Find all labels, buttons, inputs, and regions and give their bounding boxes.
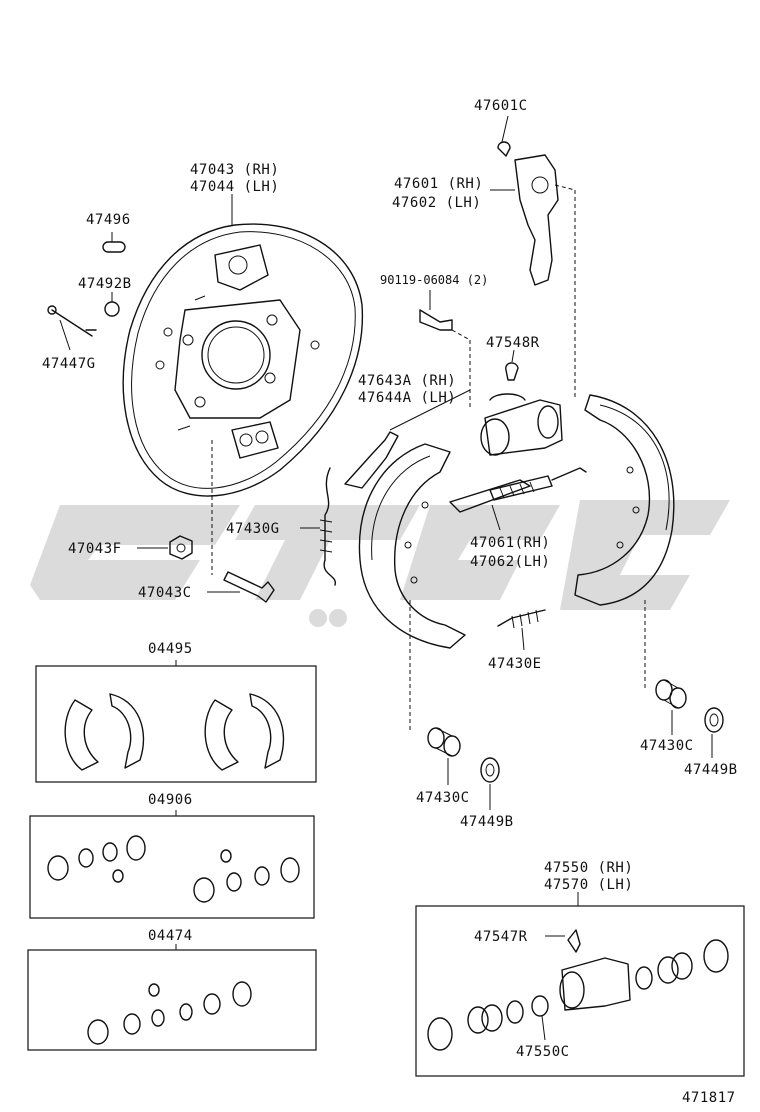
label-47043f: 47043F bbox=[68, 541, 122, 557]
plug-47496[interactable] bbox=[102, 241, 126, 253]
label-47601c: 47601C bbox=[474, 98, 528, 114]
cup-47449b-right[interactable] bbox=[704, 707, 724, 733]
label-47550: 47550 (RH) bbox=[544, 860, 633, 876]
diagram-id: 471817 bbox=[682, 1090, 736, 1106]
label-47061: 47061(RH) bbox=[470, 535, 550, 551]
kit-04495-shoes bbox=[64, 693, 285, 771]
label-47601: 47601 (RH) bbox=[394, 176, 483, 192]
cylinder-assembly-box[interactable] bbox=[415, 905, 745, 1077]
label-47449b-left: 47449B bbox=[460, 814, 514, 830]
label-47548r: 47548R bbox=[486, 335, 540, 351]
label-47043c: 47043C bbox=[138, 585, 192, 601]
label-47043: 47043 (RH) bbox=[190, 162, 279, 178]
cup-47449b-left[interactable] bbox=[480, 757, 500, 783]
bolt-47043c[interactable] bbox=[211, 440, 275, 603]
label-47547r: 47547R bbox=[474, 929, 528, 945]
nut-47043f[interactable] bbox=[169, 535, 193, 560]
label-47550c: 47550C bbox=[516, 1044, 570, 1060]
spring-47430g[interactable] bbox=[319, 467, 336, 586]
label-47430c-right: 47430C bbox=[640, 738, 694, 754]
label-47496: 47496 bbox=[86, 212, 131, 228]
kit-box-04474[interactable] bbox=[27, 949, 317, 1051]
label-47062: 47062(LH) bbox=[470, 554, 550, 570]
cylinder-assembly-parts bbox=[427, 929, 729, 1051]
wheel-cylinder[interactable] bbox=[480, 393, 563, 456]
label-04474: 04474 bbox=[148, 928, 193, 944]
label-47447g: 47447G bbox=[42, 356, 96, 372]
label-47044: 47044 (LH) bbox=[190, 179, 279, 195]
kit-04906-parts bbox=[47, 835, 300, 903]
label-47430g: 47430G bbox=[226, 521, 280, 537]
label-04495: 04495 bbox=[148, 641, 193, 657]
label-47644a: 47644A (LH) bbox=[358, 390, 456, 406]
spring-47430c-left[interactable] bbox=[427, 727, 461, 757]
leader-lines bbox=[59, 115, 713, 1041]
strut-47643a[interactable] bbox=[344, 431, 399, 489]
label-47602: 47602 (LH) bbox=[392, 195, 481, 211]
label-90119: 90119-06084 (2) bbox=[380, 273, 488, 287]
label-47430c-left: 47430C bbox=[416, 790, 470, 806]
kit-box-04906[interactable] bbox=[29, 815, 315, 919]
cap-47548r[interactable] bbox=[505, 362, 519, 381]
kit-box-04495[interactable] bbox=[35, 665, 317, 783]
pin-47447g[interactable] bbox=[47, 305, 97, 337]
spring-47430e[interactable] bbox=[497, 609, 546, 629]
label-04906: 04906 bbox=[148, 792, 193, 808]
label-47449b-right: 47449B bbox=[684, 762, 738, 778]
plug-47492b[interactable] bbox=[104, 301, 120, 317]
bolt-90119[interactable] bbox=[419, 309, 471, 410]
brake-shoe-right[interactable] bbox=[574, 394, 675, 690]
kit-04474-parts bbox=[87, 981, 252, 1045]
label-47492b: 47492B bbox=[78, 276, 132, 292]
adjuster-47061[interactable] bbox=[449, 467, 587, 513]
parking-brake-lever[interactable] bbox=[497, 141, 576, 400]
brake-shoe-left[interactable] bbox=[358, 443, 466, 730]
label-47643a: 47643A (RH) bbox=[358, 373, 456, 389]
label-47570: 47570 (LH) bbox=[544, 877, 633, 893]
backing-plate[interactable] bbox=[122, 223, 364, 497]
watermark-logo bbox=[30, 500, 730, 627]
label-47430e: 47430E bbox=[488, 656, 542, 672]
spring-47430c-right[interactable] bbox=[655, 679, 687, 709]
